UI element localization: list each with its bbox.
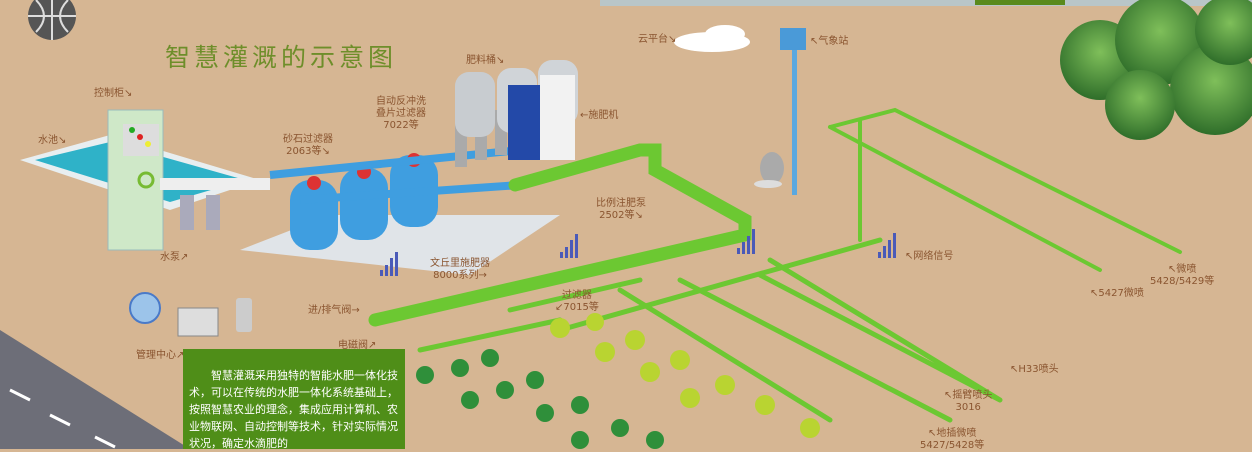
control-cabinet (107, 109, 164, 251)
forest (1060, 0, 1252, 140)
label-control-cabinet: 控制柜↘ (94, 88, 133, 99)
label-fertilizer-tank: 肥料桶↘ (466, 55, 505, 66)
water-pumps (160, 178, 270, 230)
label-h33-nozzle: ↖H33喷头 (1010, 364, 1059, 375)
label-pool: 水池↘ (38, 135, 67, 146)
road (0, 330, 190, 449)
label-network-signal: ↖网络信号 (905, 251, 954, 262)
road-markings (9, 388, 116, 449)
signal-icons (380, 229, 896, 276)
label-fertilizer-machine: ←施肥机 (580, 110, 619, 121)
sand-filters (269, 146, 521, 250)
fertilizer-machine (508, 75, 575, 160)
label-air-valve: 进/排气阀→ (308, 305, 360, 316)
label-solenoid-valve: 电磁阀↗ (338, 340, 377, 351)
page-title: 智慧灌溉的示意图 (165, 43, 398, 72)
management-devices (129, 292, 252, 337)
top-green-bar (975, 0, 1065, 5)
satellite-dish (754, 152, 784, 188)
label-pump: 水泵↗ (160, 252, 189, 263)
label-filter: 过滤器↙7015等 (555, 290, 599, 313)
label-cloud-platform: 云平台↘ (638, 34, 677, 45)
label-5427-spray: ↖5427微喷 (1090, 288, 1144, 299)
globe-icon (28, 0, 76, 40)
cloud-icon (674, 25, 750, 52)
description-box: 智慧灌溉采用独特的智能水肥一体化技术，可以在传统的水肥一体化系统基础上，按照智慧… (183, 349, 405, 449)
sky-strip (600, 0, 1252, 6)
weather-station (780, 28, 806, 195)
label-management-center: 管理中心↗ (136, 350, 185, 361)
label-weather-station: ↖气象站 (810, 36, 849, 47)
trees-crops (416, 313, 820, 449)
green-pipes (368, 107, 1182, 423)
